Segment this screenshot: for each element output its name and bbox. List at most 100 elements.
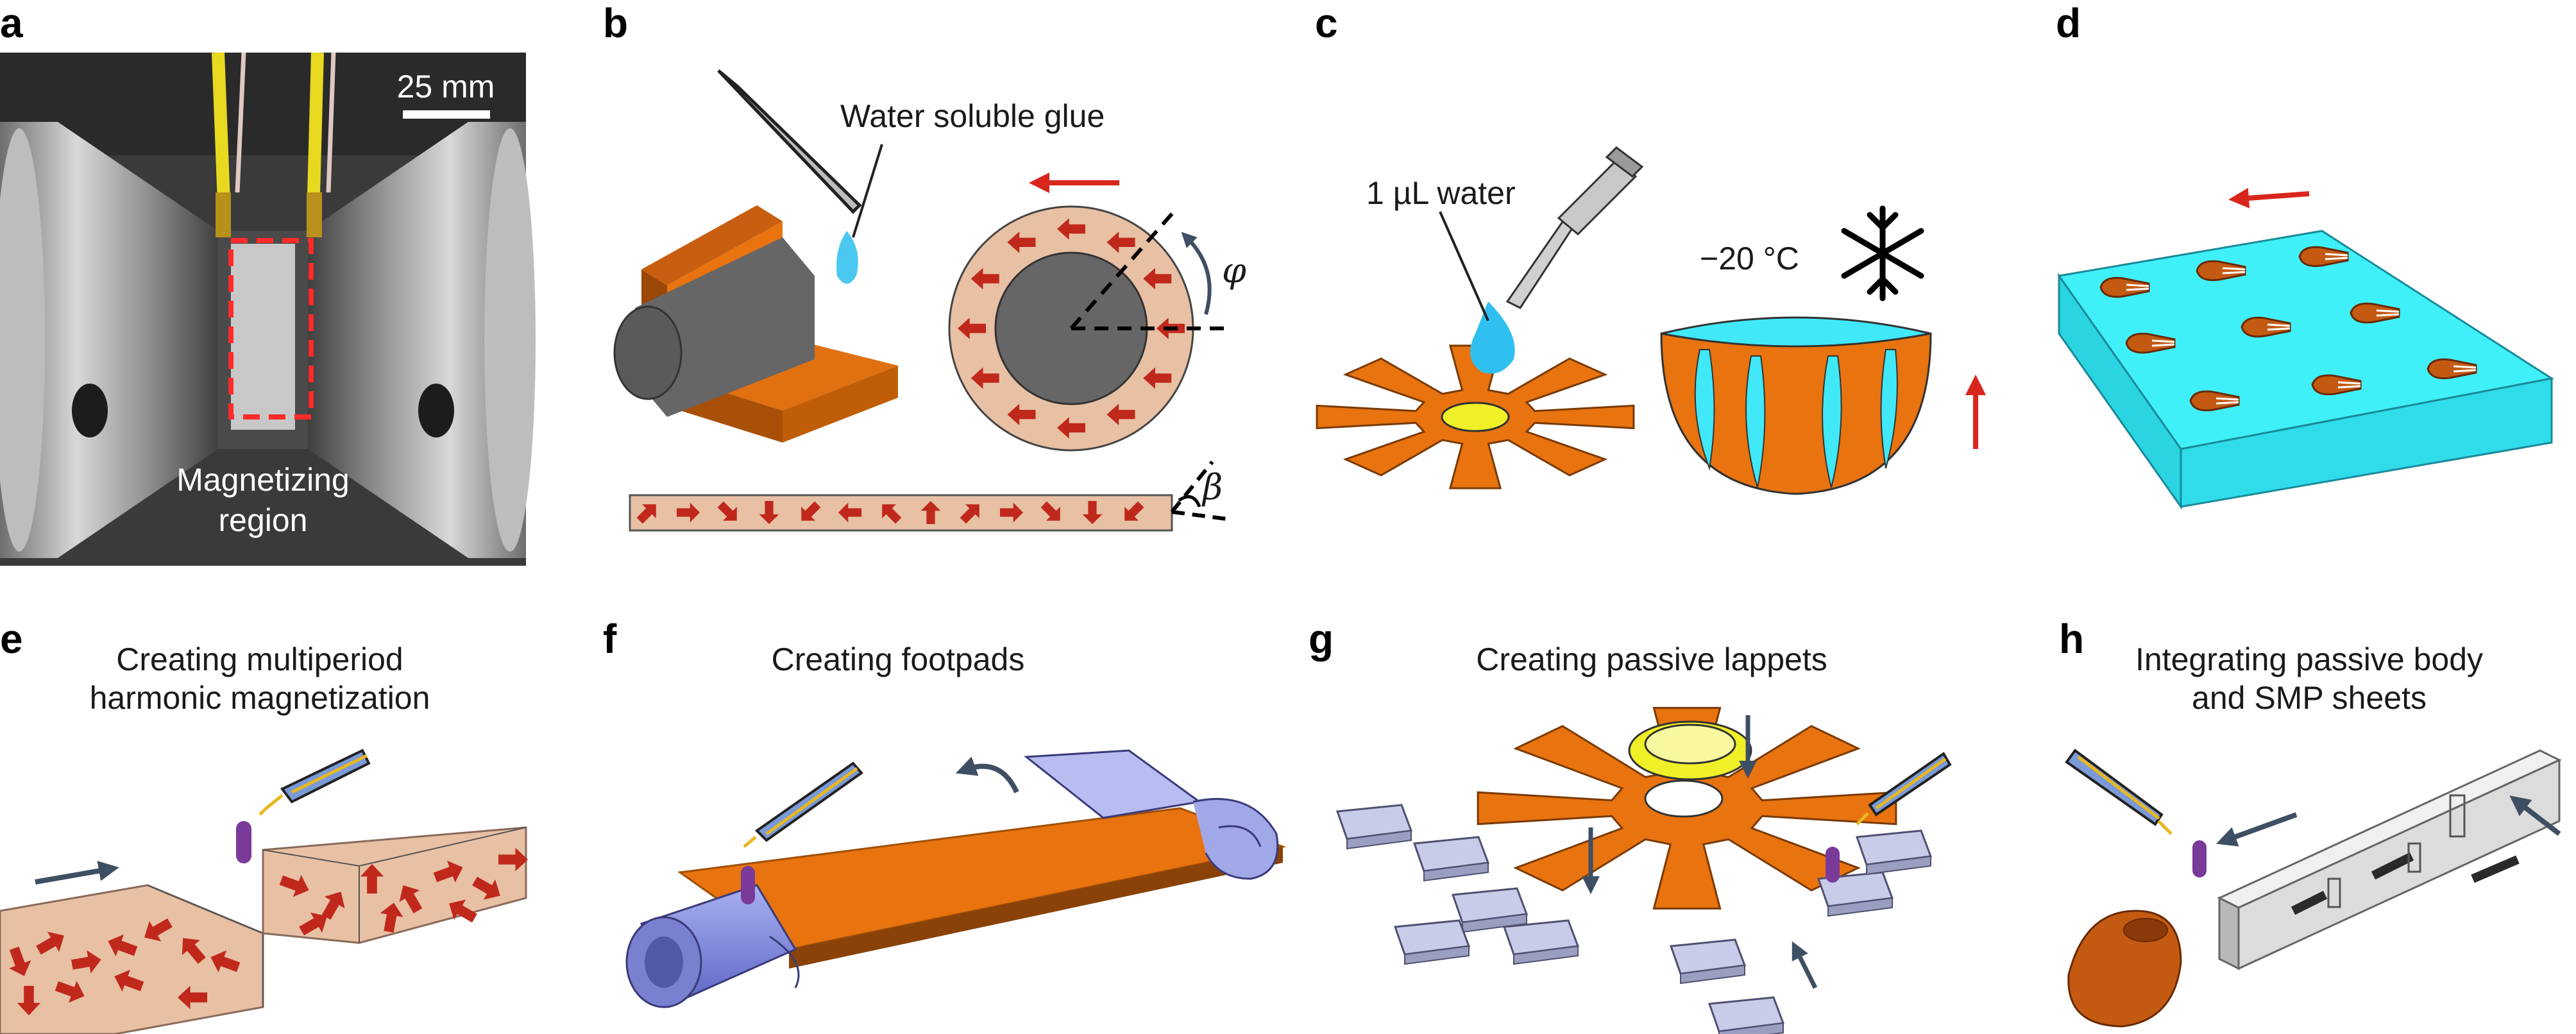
panel-letter-h: h [2059,616,2084,662]
harmonic-arrow [498,847,528,872]
harmonic-arrow [380,903,403,933]
left-pole-piece [0,122,218,558]
ring-arrow [1007,231,1036,253]
snowflake-icon [1841,205,1924,301]
harmonic-arrow [279,875,309,897]
harmonic-arrow [9,946,31,976]
harmonic-arrow [55,981,85,1003]
strip-arrow [1040,501,1060,521]
glue-droplet [836,231,858,284]
panel-f: f Creating footpads [603,616,1287,1008]
lappet [1855,829,1933,876]
ring-arrow [1007,403,1036,426]
harmonic-arrow [360,864,384,894]
lappet [1393,919,1471,965]
panel-letter-a: a [0,0,23,46]
harmonic-arrow [433,860,463,883]
strip-arrow [677,502,700,523]
harmonic-arrow [321,892,345,920]
embedded-device [2298,246,2349,267]
motion-arrow-h2 [2509,795,2561,836]
ring-arrow [1106,403,1135,426]
strip-arrow [920,501,941,524]
temperature-label: −20 °C [1700,241,1799,276]
left-purple-tube [625,884,800,1008]
lappet [1451,887,1529,933]
fold-arrow-f [955,756,1019,793]
embedded-device [2350,302,2400,324]
harmonic-arrow [449,899,477,923]
embedded-devices [2099,246,2477,412]
panel-f-title: Creating footpads [772,641,1025,677]
lappet [1707,996,1785,1034]
micropipette [1505,146,1644,309]
glue-pipette-h [2065,749,2207,877]
embedded-device [2189,390,2240,412]
glue-pipette-g [1826,752,1952,883]
embedded-device [2099,276,2150,298]
panel-e-title-line1: Creating multiperiod [116,641,403,677]
harmonic-arrow [299,912,327,936]
ring-arrow [970,267,999,290]
panel-letter-f: f [603,616,617,662]
smp-sheet [2217,749,2562,970]
ring-arrow [1057,218,1085,240]
strip-arrow [882,504,902,524]
right-purple-tube [1024,749,1279,880]
panel-h-title-line1: Integrating passive body [2135,641,2483,677]
glue-dot-f [741,866,755,904]
motion-arrow-h1 [2216,812,2298,847]
wire-left [212,52,231,219]
gray-cylinder [635,237,815,417]
ring-arrow [1143,267,1172,290]
panel-g-title: Creating passive lappets [1476,641,1827,677]
folded-frozen-star [1660,316,1932,495]
panel-letter-d: d [2056,0,2081,46]
panel-d: d [2056,0,2554,510]
harmonic-arrow [210,950,241,972]
panel-e: e Creating multiperiod harmonic magnetiz… [0,616,528,1034]
smp-piece [2471,855,2520,883]
motion-arrow-e [35,860,119,885]
glue-label: Water soluble glue [840,98,1105,134]
embedded-device [2241,316,2291,338]
harmonic-arrow [144,918,173,942]
press-arrow-g3 [1792,941,1818,989]
panel-letter-c: c [1315,0,1338,46]
panel-a: a 25 mm Magneti [0,0,536,566]
ring-arrow [958,318,986,339]
panel-h: h Integrating passive body and SMP sheet… [2059,616,2562,1028]
embedded-device [2427,358,2477,380]
strip-arrow [1000,502,1023,523]
strip-arrow [636,504,656,524]
harmonic-magnetization-arrows [9,847,528,1015]
strip-arrow [1124,501,1144,521]
scale-bar-label: 25 mm [397,69,495,105]
lappet [1412,836,1490,882]
glue-pipette [717,69,862,214]
glue-dot-g [1826,847,1840,883]
ring-arrow [1057,417,1085,439]
panel-letter-g: g [1309,616,1334,662]
region-label-line2: region [219,502,308,538]
wire-right [307,52,324,219]
water-label: 1 µL water [1366,175,1516,211]
strip-arrow [960,504,979,524]
lappet [1502,919,1580,965]
harmonic-arrow [71,950,101,974]
panel-letter-e: e [0,616,23,662]
lappet [1335,804,1413,850]
yellow-ring [1628,720,1752,781]
harmonic-arrow [17,986,41,1015]
strip-arrow [1082,501,1103,524]
beta-label: β [1201,467,1223,507]
embedded-device [2311,374,2362,396]
strip-arrow [838,502,861,523]
strip-arrow [759,501,779,524]
panel-b: b Water soluble glue φ [603,0,1246,532]
panel-h-title-line2: and SMP sheets [2192,680,2427,716]
scale-bar [403,110,490,119]
lappet [1669,938,1747,985]
glue-pipette-e [236,749,371,863]
